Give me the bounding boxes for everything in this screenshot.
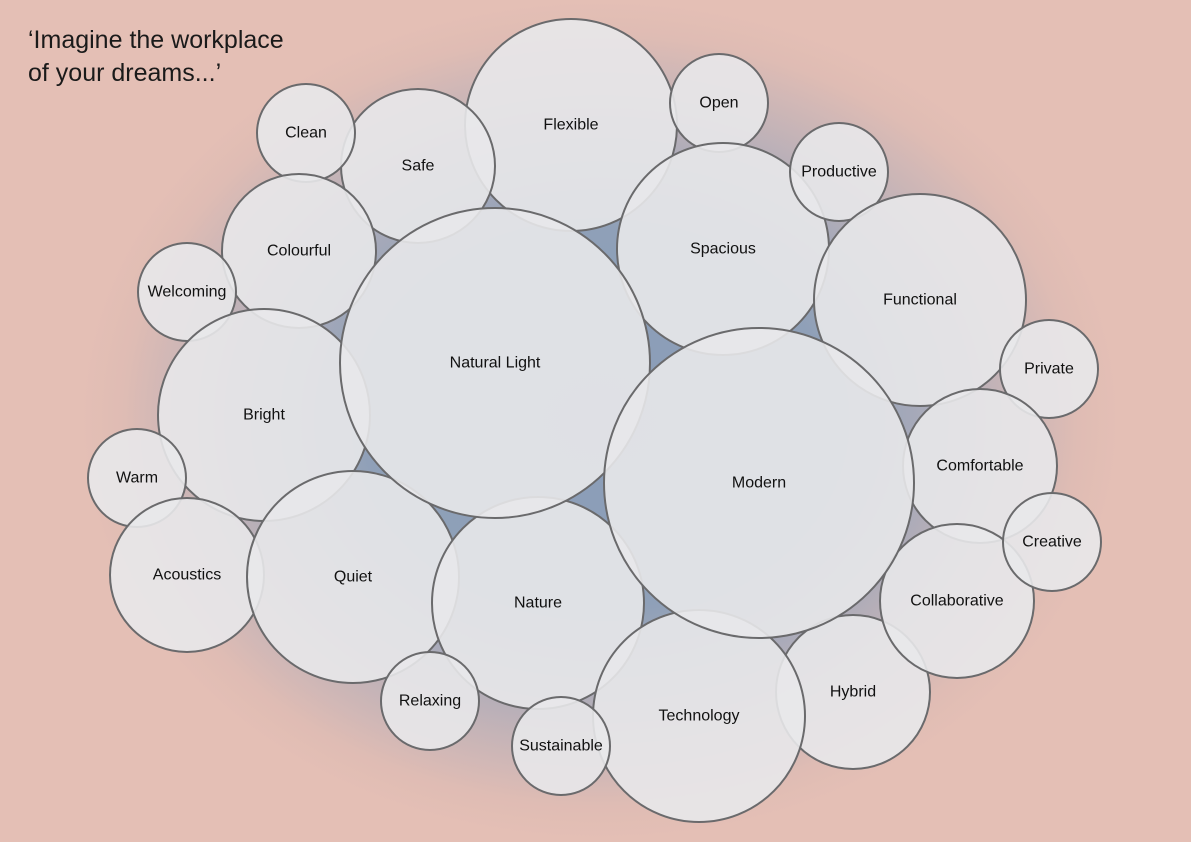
- bubble-welcoming: Welcoming: [137, 242, 237, 342]
- bubble-label-warm: Warm: [116, 470, 158, 487]
- bubble-relaxing: Relaxing: [380, 651, 480, 751]
- bubble-clean: Clean: [256, 83, 356, 183]
- bubble-label-private: Private: [1024, 361, 1074, 378]
- bubble-label-relaxing: Relaxing: [399, 693, 461, 710]
- bubble-label-hybrid: Hybrid: [830, 684, 876, 701]
- bubble-creative: Creative: [1002, 492, 1102, 592]
- bubble-label-technology: Technology: [659, 708, 740, 725]
- bubble-technology: Technology: [592, 609, 806, 823]
- bubble-label-natural-light: Natural Light: [450, 355, 541, 372]
- bubble-label-flexible: Flexible: [543, 117, 598, 134]
- bubble-label-acoustics: Acoustics: [153, 567, 221, 584]
- bubble-label-safe: Safe: [402, 158, 435, 175]
- bubble-open: Open: [669, 53, 769, 153]
- bubble-functional: Functional: [813, 193, 1027, 407]
- bubble-label-sustainable: Sustainable: [519, 738, 603, 755]
- bubble-label-collaborative: Collaborative: [910, 593, 1003, 610]
- bubble-bright: Bright: [157, 308, 371, 522]
- bubble-label-creative: Creative: [1022, 534, 1082, 551]
- bubble-label-modern: Modern: [732, 475, 786, 492]
- bubble-hybrid: Hybrid: [775, 614, 931, 770]
- bubble-label-productive: Productive: [801, 164, 877, 181]
- bubble-label-clean: Clean: [285, 125, 327, 142]
- bubble-label-colourful: Colourful: [267, 243, 331, 260]
- bubble-label-functional: Functional: [883, 292, 957, 309]
- headline: ‘Imagine the workplace of your dreams...…: [28, 26, 284, 87]
- bubble-label-open: Open: [699, 95, 738, 112]
- bubble-modern: Modern: [603, 327, 915, 639]
- bubble-label-welcoming: Welcoming: [148, 284, 227, 301]
- bubble-natural-light: Natural Light: [339, 207, 651, 519]
- bubble-collaborative: Collaborative: [879, 523, 1035, 679]
- bubble-private: Private: [999, 319, 1099, 419]
- bubble-label-spacious: Spacious: [690, 241, 756, 258]
- bubble-label-nature: Nature: [514, 595, 562, 612]
- bubble-productive: Productive: [789, 122, 889, 222]
- bubble-label-quiet: Quiet: [334, 569, 373, 586]
- bubble-acoustics: Acoustics: [109, 497, 265, 653]
- bubble-sustainable: Sustainable: [511, 696, 611, 796]
- bubble-label-comfortable: Comfortable: [936, 458, 1023, 475]
- bubble-label-bright: Bright: [243, 407, 285, 424]
- bubble-spacious: Spacious: [616, 142, 830, 356]
